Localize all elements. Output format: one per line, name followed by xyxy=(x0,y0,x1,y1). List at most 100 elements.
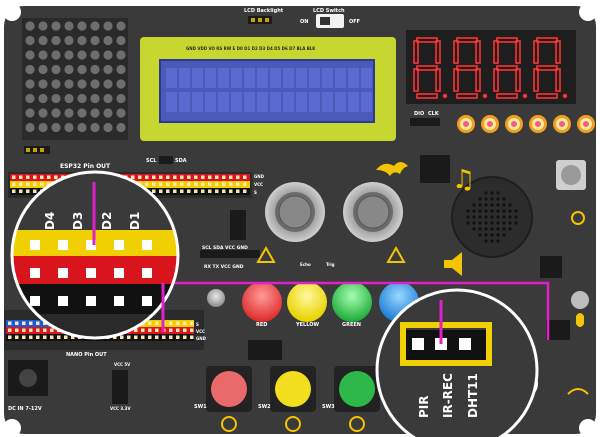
matrix-dot xyxy=(90,93,100,104)
matrix-dot xyxy=(38,122,48,133)
nano-pin-out-label: NANO Pin OUT xyxy=(66,352,107,358)
lcd-cell xyxy=(244,92,255,112)
sensor-header xyxy=(546,320,570,340)
lcd-cell xyxy=(361,92,372,112)
header-pin xyxy=(47,182,51,186)
lcd-cell xyxy=(270,68,281,88)
zoom-pin xyxy=(30,296,40,306)
header-pin xyxy=(215,182,219,186)
header-pin xyxy=(236,182,240,186)
header-pin xyxy=(8,328,12,332)
misc-header xyxy=(420,155,450,183)
matrix-dot xyxy=(64,35,74,46)
header-pin xyxy=(159,175,163,179)
matrix-dot xyxy=(103,79,113,89)
header-pin xyxy=(229,182,233,186)
matrix-dot xyxy=(77,64,87,75)
scl-label: SCL xyxy=(146,158,157,164)
matrix-dot xyxy=(64,122,74,133)
red-label: RED xyxy=(256,322,267,328)
lcd-cell xyxy=(205,92,216,112)
header-pin xyxy=(183,321,187,325)
header-pin xyxy=(208,182,212,186)
touch-icon xyxy=(221,416,237,432)
seg-digit xyxy=(493,37,528,99)
matrix-dot xyxy=(90,79,100,89)
lcd-cell xyxy=(322,68,333,88)
mount-hole xyxy=(3,419,21,437)
matrix-dot xyxy=(90,108,100,118)
lcd-switch-label: LCD Switch xyxy=(313,8,345,14)
header-pin xyxy=(19,189,23,193)
header-pin xyxy=(54,175,58,179)
lcd-cell xyxy=(283,92,294,112)
header-pin xyxy=(208,175,212,179)
matrix-dot xyxy=(116,64,126,75)
esp-s-label: S xyxy=(254,190,257,195)
matrix-dot xyxy=(103,122,113,133)
push-button-1[interactable] xyxy=(206,366,252,412)
lcd-cell xyxy=(166,92,177,112)
lcd-cell xyxy=(348,68,359,88)
lcd-pin-labels: GND VDD VO RS RW E D0 D1 D2 D3 D4 D5 D6 … xyxy=(186,46,316,51)
push-button-3[interactable] xyxy=(334,366,380,412)
header-pin xyxy=(187,175,191,179)
warning-icon xyxy=(256,245,276,263)
header-pin xyxy=(190,335,194,339)
left-zoom-inset xyxy=(10,170,180,340)
matrix-dot xyxy=(116,122,126,133)
header-pin xyxy=(152,182,156,186)
sw-header xyxy=(248,340,282,360)
esp32-pin-out-label: ESP32 Pin OUT xyxy=(60,163,111,170)
header-pin xyxy=(29,321,33,325)
header-pin xyxy=(187,182,191,186)
push-button-2[interactable] xyxy=(270,366,316,412)
lcd-cell xyxy=(335,68,346,88)
header-pin xyxy=(141,328,145,332)
ir-receiver xyxy=(571,291,589,309)
esp-gnd-label: GND xyxy=(254,174,265,179)
matrix-dot xyxy=(25,50,35,60)
lcd-cell xyxy=(192,92,203,112)
lcd-cell xyxy=(348,92,359,112)
lcd-cell xyxy=(257,68,268,88)
matrix-dot xyxy=(51,64,61,75)
header-pin xyxy=(176,321,180,325)
matrix-dot xyxy=(38,64,48,75)
uart-row-label: RX TX VCC GND xyxy=(204,264,244,270)
potentiometer-knob[interactable] xyxy=(561,165,581,185)
matrix-dot xyxy=(25,122,35,133)
matrix-dot xyxy=(25,21,35,31)
header-pin xyxy=(222,175,226,179)
lcd-switch-knob[interactable] xyxy=(320,17,330,25)
green-label: GREEN xyxy=(342,322,361,328)
matrix-dot xyxy=(77,93,87,104)
header-pin xyxy=(29,328,33,332)
seven-segment-display xyxy=(406,30,576,104)
header-pin xyxy=(155,328,159,332)
header-pin xyxy=(71,335,75,339)
header-pin xyxy=(155,335,159,339)
zoom-pin xyxy=(142,268,152,278)
header-pin xyxy=(33,189,37,193)
header-pin xyxy=(162,335,166,339)
matrix-dot xyxy=(116,50,126,60)
sw1-label: SW1 xyxy=(194,404,207,410)
mount-hole xyxy=(3,3,21,21)
matrix-dot xyxy=(90,122,100,133)
header-pin xyxy=(22,321,26,325)
matrix-dot xyxy=(38,21,48,31)
zoom-label-dht11: DHT11 xyxy=(466,373,480,418)
mount-hole xyxy=(579,3,597,21)
header-pin xyxy=(145,182,149,186)
zoom-label-ir-rec: IR-REC xyxy=(441,373,455,418)
matrix-dot xyxy=(64,108,74,118)
matrix-dot xyxy=(77,35,87,46)
lcd-cell xyxy=(192,68,203,88)
matrix-dot xyxy=(38,108,48,118)
header-pin xyxy=(176,335,180,339)
header-pin xyxy=(152,189,156,193)
matrix-dot xyxy=(25,93,35,104)
